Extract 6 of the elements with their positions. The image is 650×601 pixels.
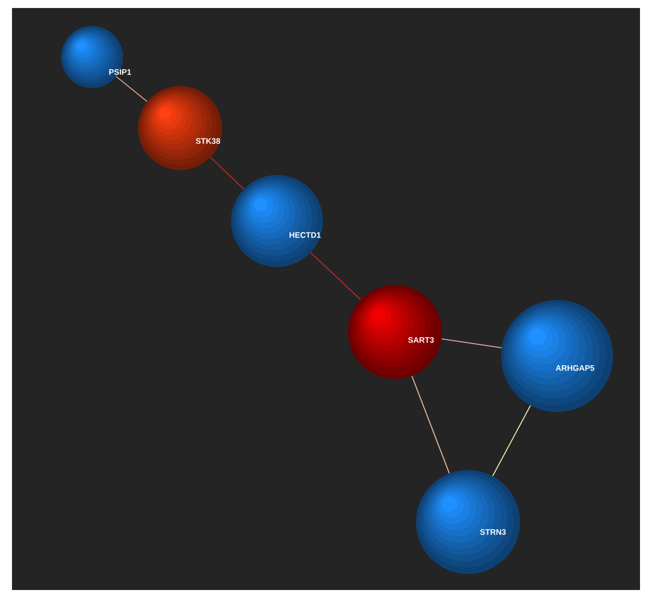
connector-line	[492, 405, 531, 476]
connector-line	[116, 76, 148, 102]
connector-line	[441, 338, 502, 348]
connector-line	[310, 252, 362, 300]
connector-line	[210, 156, 244, 190]
connector-line	[411, 376, 450, 474]
